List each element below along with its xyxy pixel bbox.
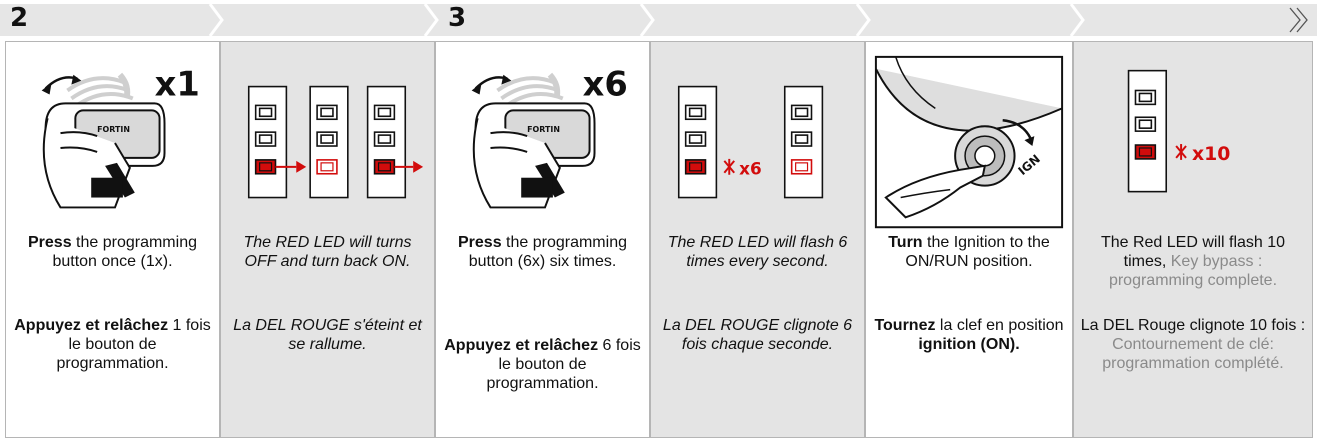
- brand-label: FORTIN: [527, 125, 560, 134]
- ignition-key-icon: IGN: [874, 55, 1064, 229]
- panel-5-english: Turn the Ignition to the ON/RUN position…: [888, 234, 1050, 270]
- flash-icon: [1175, 144, 1187, 160]
- led-indicator-sequence-icon: [247, 85, 424, 199]
- panel-led-flash-six: x6 The RED LED will flash 6 times every …: [650, 41, 865, 438]
- panel-1-french: Appuyez et relâchez 1 fois le bouton de …: [14, 317, 211, 372]
- panel-3-french: Appuyez et relâchez 6 fois le bouton de …: [444, 337, 641, 392]
- hand-pressing-module-icon: FORTIN x1: [41, 64, 200, 209]
- panel-4-english: The RED LED will flash 6 times every sec…: [667, 234, 848, 270]
- panel-3-english: Press the programming button (6x) six ti…: [458, 234, 627, 270]
- panel-4-french: La DEL ROUGE clignote 6 fois chaque seco…: [662, 317, 853, 353]
- step-number-3: 3: [448, 3, 467, 33]
- panel-turn-ignition: IGN Turn the Ignition to the ON/RUN posi…: [865, 41, 1073, 438]
- led-flashing-icon: x6: [677, 85, 824, 199]
- brand-label: FORTIN: [97, 125, 130, 134]
- press-count-badge: x1: [155, 64, 200, 103]
- flash-count: x6: [739, 159, 762, 179]
- press-count-badge: x6: [583, 64, 628, 103]
- panel-led-off-on: The RED LED will turns OFF and turn back…: [220, 41, 435, 438]
- flash-icon: [723, 158, 735, 175]
- panel-6-french: La DEL Rouge clignote 10 fois : Contourn…: [1080, 317, 1306, 372]
- flash-count: x10: [1192, 144, 1230, 165]
- panel-2-french: La DEL ROUGE s'éteint et se rallume.: [233, 317, 422, 353]
- led-flash-complete-icon: x10: [1127, 69, 1230, 193]
- panel-programming-complete: x10 The Red LED will flash 10 times, Key…: [1073, 41, 1313, 438]
- hand-pressing-module-icon-2: FORTIN x6: [471, 64, 628, 209]
- step-number-2: 2: [10, 3, 29, 33]
- panel-press-six: FORTIN x6 Press the programming button (…: [435, 41, 650, 438]
- panel-5-french: Tournez la clef en position ignition (ON…: [874, 317, 1064, 353]
- panel-1-english: Press the programming button once (1x).: [28, 234, 197, 270]
- panel-press-once: FORTIN x1 Press the programming button o…: [5, 41, 220, 438]
- step-chevron-bar: 2 3: [0, 0, 1317, 40]
- chevron-bar-graphic: [0, 3, 1317, 37]
- panel-6-english: The Red LED will flash 10 times, Key byp…: [1100, 234, 1286, 289]
- panel-2-english: The RED LED will turns OFF and turn back…: [243, 234, 412, 270]
